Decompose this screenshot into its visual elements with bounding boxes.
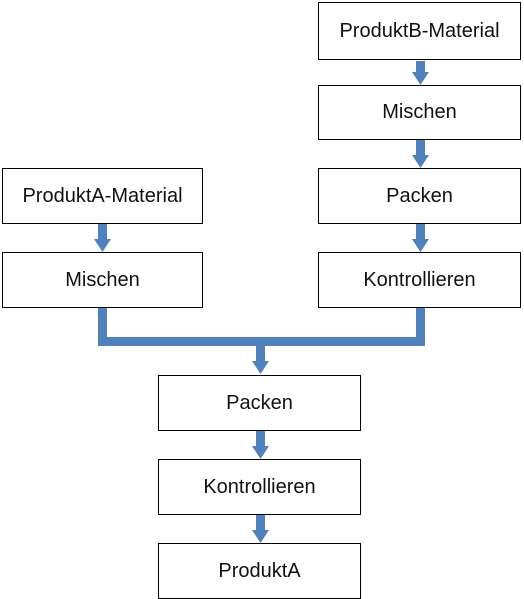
node-produkta-material: ProduktA-Material bbox=[2, 168, 203, 224]
node-produktb-material: ProduktB-Material bbox=[318, 2, 521, 60]
merge-connector bbox=[98, 308, 425, 374]
arrow-b-mischen-to-packen bbox=[412, 140, 429, 168]
arrow-packen-to-kontrollieren bbox=[252, 431, 269, 459]
node-label: Packen bbox=[226, 391, 293, 414]
node-label: Kontrollieren bbox=[203, 475, 316, 498]
node-packen: Packen bbox=[158, 375, 361, 431]
node-b-mischen: Mischen bbox=[318, 85, 521, 140]
node-label: Mischen bbox=[65, 268, 140, 291]
node-label: ProduktA bbox=[218, 559, 301, 582]
node-b-packen: Packen bbox=[318, 168, 521, 224]
connectors bbox=[94, 61, 429, 543]
node-b-kontrollieren: Kontrollieren bbox=[318, 252, 521, 308]
node-label: ProduktA-Material bbox=[22, 184, 183, 207]
node-produkta: ProduktA bbox=[158, 543, 361, 599]
node-label: Kontrollieren bbox=[363, 268, 476, 291]
arrow-produkta-material-to-mischen bbox=[94, 224, 111, 252]
node-label: Mischen bbox=[382, 101, 457, 123]
node-label: ProduktB-Material bbox=[339, 19, 500, 42]
arrow-produktb-material-to-mischen bbox=[412, 61, 429, 85]
arrow-b-packen-to-kontrollieren bbox=[412, 224, 429, 252]
node-label: Packen bbox=[386, 184, 453, 207]
node-kontrollieren: Kontrollieren bbox=[158, 459, 361, 515]
node-a-mischen: Mischen bbox=[2, 252, 203, 308]
arrow-kontrollieren-to-produkta bbox=[252, 515, 269, 543]
